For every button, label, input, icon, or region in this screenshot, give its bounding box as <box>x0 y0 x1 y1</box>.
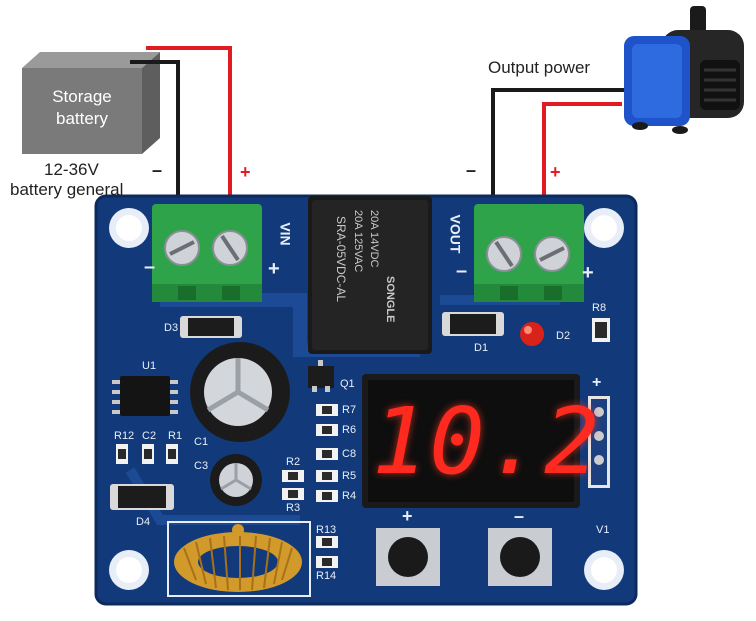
relay-brand: SONGLE <box>384 276 396 323</box>
ref-r4: R4 <box>342 490 357 502</box>
ref-d2: D2 <box>556 330 571 342</box>
button-minus-label: – <box>514 506 525 526</box>
relay-model: SRA-05VDC-AL <box>334 216 348 303</box>
decrease-button[interactable] <box>500 537 540 577</box>
battery-label-line1: Storage <box>52 87 112 106</box>
output-plus-sign: + <box>550 162 561 182</box>
output-wires <box>491 88 628 218</box>
water-pump <box>624 6 744 134</box>
ref-c8: C8 <box>342 448 357 460</box>
vin-label: VIN <box>277 222 294 246</box>
ref-c3: C3 <box>194 460 209 472</box>
ref-d1: D1 <box>474 342 489 354</box>
ref-r2: R2 <box>286 456 301 468</box>
storage-battery <box>22 52 160 154</box>
ref-u1: U1 <box>142 360 157 372</box>
voltage-display: 10.2 <box>372 388 602 495</box>
ref-r6: R6 <box>342 424 357 436</box>
input-wires <box>130 46 232 218</box>
increase-button[interactable] <box>388 537 428 577</box>
ref-c2: C2 <box>142 430 157 442</box>
ref-q1: Q1 <box>340 378 355 390</box>
ref-d4: D4 <box>136 516 151 528</box>
ref-d3: D3 <box>164 322 179 334</box>
ref-c1: C1 <box>194 436 209 448</box>
vin-plus: + <box>268 258 280 280</box>
ref-v1: V1 <box>596 524 610 536</box>
vout-minus: – <box>456 260 468 282</box>
output-power-label: Output power <box>488 58 591 77</box>
ref-r12: R12 <box>114 430 135 442</box>
relay-rating-2: 20A 125VAC <box>352 210 364 273</box>
ref-r7: R7 <box>342 404 357 416</box>
ref-r14: R14 <box>316 570 337 582</box>
ref-r1: R1 <box>168 430 183 442</box>
vin-minus: – <box>144 256 156 278</box>
input-plus-sign: + <box>240 162 251 182</box>
ref-r8: R8 <box>592 302 607 314</box>
ref-r5: R5 <box>342 470 357 482</box>
vout-plus: + <box>582 262 594 284</box>
output-minus-sign: – <box>466 160 477 180</box>
battery-voltage-line1: 12-36V <box>44 160 99 179</box>
header-plus-sign: + <box>592 374 602 391</box>
battery-voltage-line2: battery general <box>10 180 124 199</box>
battery-label: Storage battery <box>22 86 142 130</box>
vout-label: VOUT <box>447 214 464 254</box>
input-minus-sign: – <box>152 160 163 180</box>
relay-rating-1: 20A 14VDC <box>368 210 380 268</box>
ref-r13: R13 <box>316 524 337 536</box>
battery-label-line2: battery <box>56 109 108 128</box>
ref-r3: R3 <box>286 502 301 514</box>
button-plus-label: + <box>402 506 413 526</box>
pcb-board <box>94 194 638 606</box>
